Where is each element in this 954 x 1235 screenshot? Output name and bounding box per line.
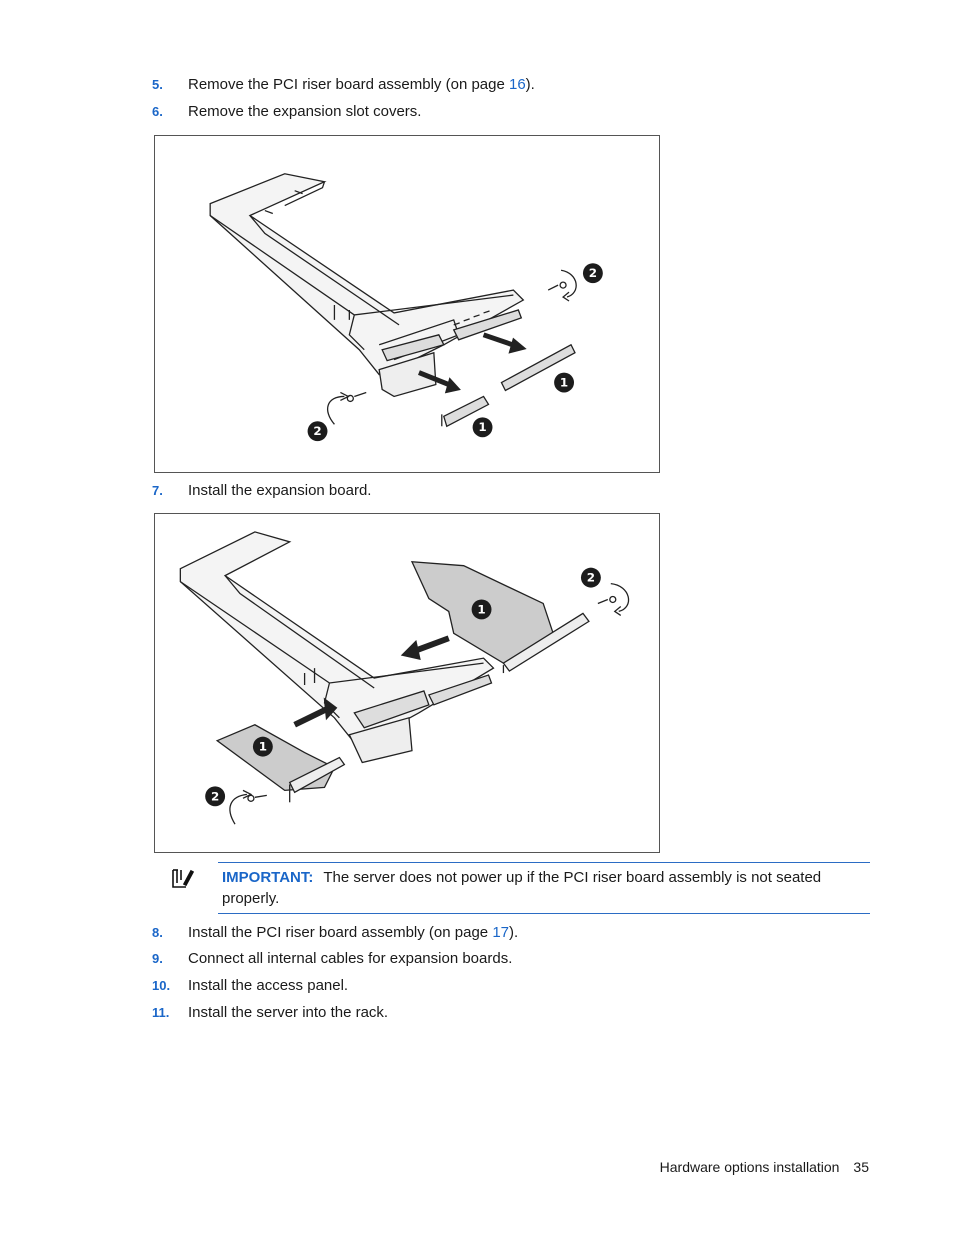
step-10: 10. Install the access panel. xyxy=(152,977,348,995)
svg-text:2: 2 xyxy=(313,424,321,438)
step-number: 7. xyxy=(152,483,163,498)
step-text-end: ). xyxy=(509,924,519,941)
step-8: 8. Install the PCI riser board assembly (… xyxy=(152,924,518,942)
note-text: The server does not power up if the PCI … xyxy=(222,869,822,907)
note-label: IMPORTANT: xyxy=(222,869,314,886)
callout-2-left: 2 xyxy=(307,421,328,442)
callout-1-left: 1 xyxy=(472,417,493,438)
step-5: 5. Remove the PCI riser board assembly (o… xyxy=(152,76,535,94)
svg-text:1: 1 xyxy=(560,376,568,390)
svg-text:1: 1 xyxy=(478,420,486,434)
step-7: 7. Install the expansion board. xyxy=(152,482,371,500)
step-text: Install the expansion board. xyxy=(188,482,372,499)
step-number: 6. xyxy=(152,104,163,119)
step-text-end: ). xyxy=(525,76,535,93)
step-6: 6. Remove the expansion slot covers. xyxy=(152,103,421,121)
svg-text:2: 2 xyxy=(211,789,219,803)
step-text: Install the server into the rack. xyxy=(188,1004,389,1021)
page-link[interactable]: 17 xyxy=(492,924,510,941)
page-link[interactable]: 16 xyxy=(508,76,526,93)
expansion-board-illustration: 2 1 1 2 xyxy=(179,531,630,825)
callout-2-bottom-left: 2 xyxy=(205,786,226,807)
page-footer: Hardware options installation 35 xyxy=(660,1159,869,1175)
step-number: 8. xyxy=(152,925,163,940)
svg-text:1: 1 xyxy=(259,740,267,754)
important-icon xyxy=(172,869,194,888)
step-text: Remove the expansion slot covers. xyxy=(188,103,422,120)
riser-cage-illustration: 2 2 1 1 xyxy=(209,173,603,442)
callout-2-top-right: 2 xyxy=(580,567,601,588)
step-number: 10. xyxy=(152,978,171,993)
footer-section: Hardware options installation xyxy=(659,1159,840,1175)
important-note: IMPORTANT:The server does not power up i… xyxy=(218,862,870,914)
step-text: Install the PCI riser board assembly (on… xyxy=(188,924,493,941)
step-9: 9. Connect all internal cables for expans… xyxy=(152,950,512,968)
callout-1-left-board: 1 xyxy=(252,736,273,757)
step-text: Install the access panel. xyxy=(188,977,349,994)
svg-text:2: 2 xyxy=(589,266,597,280)
callout-1-right-board: 1 xyxy=(471,599,492,620)
figure-remove-slot-covers: 2 2 1 1 xyxy=(154,135,660,473)
callout-2-right: 2 xyxy=(582,263,603,284)
svg-text:1: 1 xyxy=(477,602,485,616)
step-text: Remove the PCI riser board assembly (on … xyxy=(188,76,509,93)
step-text: Connect all internal cables for expansio… xyxy=(188,950,513,967)
step-number: 11. xyxy=(152,1005,170,1020)
step-number: 5. xyxy=(152,77,163,92)
step-number: 9. xyxy=(152,951,163,966)
callout-1-right: 1 xyxy=(554,372,575,393)
page-number: 35 xyxy=(853,1159,869,1175)
step-11: 11. Install the server into the rack. xyxy=(152,1004,388,1022)
svg-text:2: 2 xyxy=(587,571,595,585)
figure-install-expansion-board: 2 1 1 2 xyxy=(154,513,660,853)
